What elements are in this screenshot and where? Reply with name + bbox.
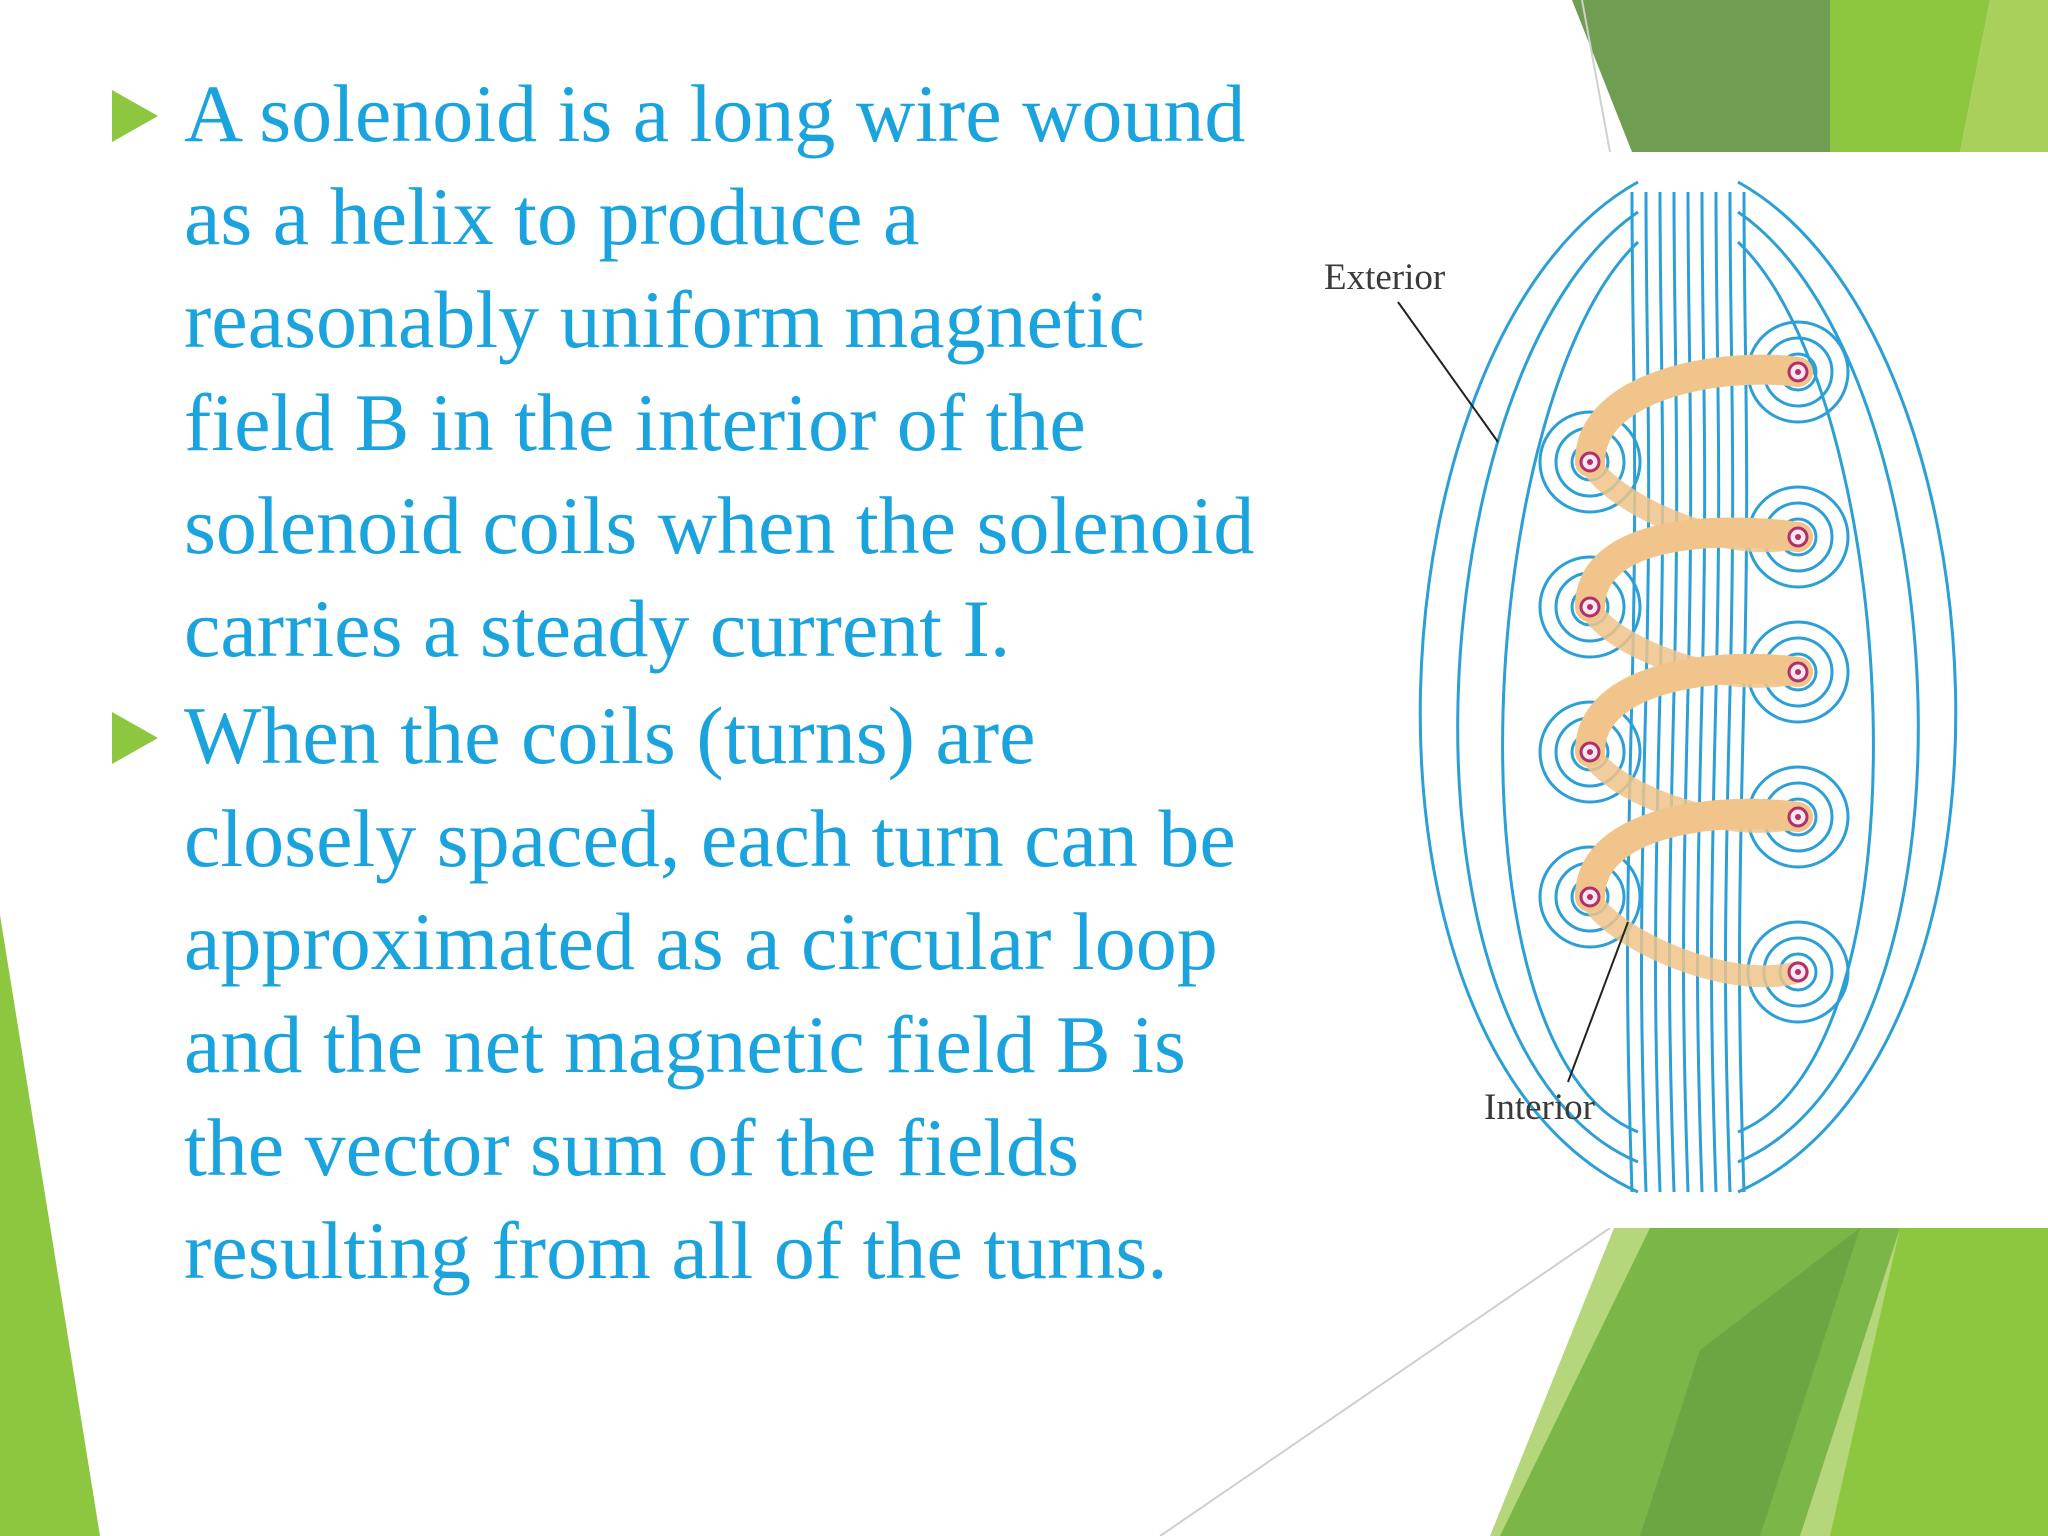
wire-dot (1587, 894, 1593, 900)
wire-dot (1587, 749, 1593, 755)
solenoid-figure: Exterior Interior (1308, 152, 2044, 1228)
wire-dot (1587, 459, 1593, 465)
text-line: reasonably uniform magnetic (184, 274, 1145, 365)
field-line (1696, 191, 1707, 1193)
coil-turn (1575, 798, 1813, 912)
text-line: When the coils (turns) are (184, 690, 1036, 781)
exterior-pointer (1397, 301, 1499, 443)
field-line (1418, 180, 1639, 1194)
text-line: approximated as a circular loop (184, 896, 1218, 987)
wire-dot (1795, 814, 1801, 820)
bullet-text: When the coils (turns) are closely space… (184, 684, 1390, 1302)
bullet-item: When the coils (turns) are closely space… (100, 684, 1290, 1302)
bottom-right-dark-shape (1640, 1228, 1860, 1536)
text-line: solenoid coils when the solenoid (184, 480, 1255, 571)
field-line (1737, 180, 1958, 1194)
text-line: carries a steady current I. (184, 583, 1011, 674)
triangle-bullet-icon (112, 712, 158, 764)
field-line (1724, 191, 1735, 1193)
coil-turn (1575, 653, 1813, 767)
coil-turn (1575, 517, 1813, 622)
field-line (1501, 240, 1640, 1134)
field-line (1710, 191, 1721, 1193)
text-line: the vector sum of the fields (184, 1102, 1079, 1193)
coil-turn (1579, 886, 1809, 988)
field-line (1456, 210, 1639, 1164)
field-circle (1538, 700, 1642, 804)
left-green-shape (0, 915, 100, 1536)
field-circle (1538, 845, 1642, 949)
text-line: field B in the interior of the (184, 377, 1086, 468)
bullet-list: A solenoid is a long wire wound as a hel… (100, 62, 1290, 1306)
coil-turn (1575, 354, 1813, 477)
wire-dot (1795, 969, 1801, 975)
interior-pointer (1567, 921, 1629, 1083)
field-circle (1538, 555, 1642, 659)
wire-dot (1795, 534, 1801, 540)
field-line (1682, 191, 1693, 1193)
triangle-bullet-icon (112, 90, 158, 142)
top-right-light-shape (1960, 0, 2048, 152)
solenoid-field-diagram (1397, 180, 1958, 1194)
wire-dot (1795, 369, 1801, 375)
interior-label: Interior (1484, 1087, 1595, 1128)
top-right-dark-shape (1572, 0, 1830, 152)
text-line: and the net magnetic field B is (184, 999, 1186, 1090)
wire-dot (1795, 669, 1801, 675)
bottom-right-green-shape (1830, 1228, 2048, 1536)
field-line (1737, 210, 1920, 1164)
text-line: A solenoid is a long wire wound (184, 68, 1246, 159)
text-line: closely spaced, each turn can be (184, 793, 1236, 884)
text-line: resulting from all of the turns. (184, 1205, 1168, 1296)
text-line: as a helix to produce a (184, 171, 920, 262)
exterior-label: Exterior (1324, 257, 1446, 298)
bullet-text: A solenoid is a long wire wound as a hel… (184, 62, 1390, 680)
top-right-mid-shape (1830, 0, 1990, 152)
bullet-item: A solenoid is a long wire wound as a hel… (100, 62, 1290, 680)
field-line (1738, 191, 1749, 1193)
field-circle (1538, 410, 1642, 514)
wire-dot (1587, 604, 1593, 610)
